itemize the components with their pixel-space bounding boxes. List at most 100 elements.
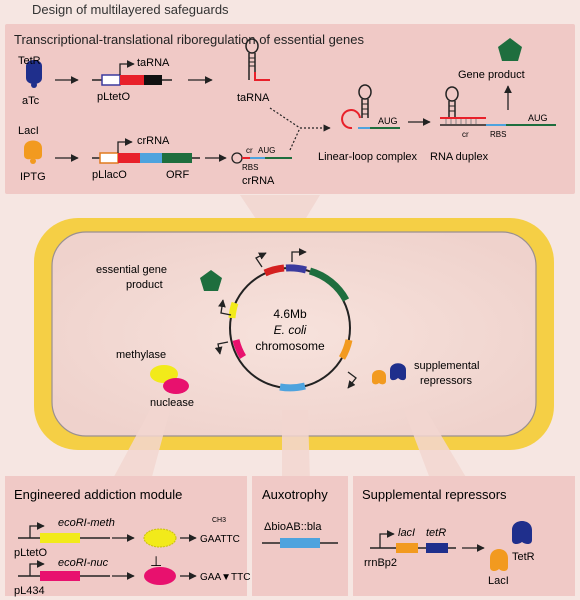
chromosome-species: E. coli <box>274 323 307 337</box>
duplex-rbs-label: RBS <box>490 130 506 139</box>
crrna-product <box>231 152 292 164</box>
pltet-promoter-box <box>101 74 121 86</box>
chromo-promoter-arrow-3 <box>214 341 229 355</box>
crrna-segment-blue <box>140 153 162 163</box>
nuclease-label: nuclease <box>150 397 194 409</box>
methylated-site: GAATTC <box>200 534 240 545</box>
tetr-label: TetR <box>18 55 41 67</box>
methyl-mark: CH3 <box>212 517 226 524</box>
repressors-label-line1: supplemental <box>414 360 479 372</box>
chromosome-size: 4.6Mb <box>273 307 307 321</box>
crrna-segment-red <box>118 153 140 163</box>
pltet-label: pLtetO <box>97 91 130 103</box>
essential-label-line2: product <box>126 279 163 291</box>
repressors-panel: Supplemental repressors lacI tetR rrnBp2… <box>353 476 575 596</box>
gene-product-label: Gene product <box>458 69 525 81</box>
tetr-protein-icon <box>26 60 42 84</box>
tarna-promoter-arrow <box>119 60 135 75</box>
chromo-yellow-segment <box>228 301 239 319</box>
chromo-promoter-arrow-4 <box>218 299 232 316</box>
linear-loop-complex <box>341 84 400 130</box>
nuc-gene-box <box>40 571 80 581</box>
chromo-promoter-arrow-5 <box>347 371 357 389</box>
addiction-pltet-label: pLtetO <box>14 547 47 559</box>
crrna-rbs-label: RBS <box>242 163 258 172</box>
orf-segment-green <box>162 153 192 163</box>
auxotrophy-panel-bg <box>252 476 348 596</box>
cut-site: GAA▼TTC <box>200 572 250 583</box>
tarna-segment-black <box>144 75 162 85</box>
chromo-promoter-arrow-2 <box>255 252 267 268</box>
chromo-promoter-arrow-1 <box>291 248 307 262</box>
riboregulation-panel-bg <box>5 24 575 194</box>
meth-promoter-arrow <box>29 522 45 538</box>
rna-duplex <box>440 86 556 126</box>
repressors-title: Supplemental repressors <box>362 487 507 502</box>
tetr-protein-bottom-icon <box>512 521 532 545</box>
rrnbp2-label: rrnBp2 <box>364 557 397 569</box>
addiction-title: Engineered addiction module <box>14 487 182 502</box>
chromo-pltet-segment <box>285 264 307 274</box>
tarna-segment-red <box>120 75 144 85</box>
pllac-promoter-box <box>99 152 119 164</box>
laci-gene-label: lacI <box>398 527 415 539</box>
cell-laci-icon <box>372 370 386 385</box>
riboregulation-panel: Transcriptional-translational riboregula… <box>5 24 575 194</box>
gene-product-pentagon-icon <box>498 38 522 61</box>
meth-gene-label: ecoRI-meth <box>58 517 115 529</box>
crrna-gene-label: crRNA <box>137 135 170 147</box>
addiction-panel: Engineered addiction module ecoRI-meth p… <box>5 476 250 597</box>
bioab-deletion-label: ΔbioAB::bla <box>264 521 322 533</box>
connector-repressors <box>404 410 470 484</box>
crrna-product-label: crRNA <box>242 175 275 187</box>
atc-label: aTc <box>22 95 40 107</box>
crrna-aug-label: AUG <box>258 146 275 155</box>
laci-label: LacI <box>18 125 39 137</box>
auxotrophy-title: Auxotrophy <box>262 487 328 502</box>
laci-protein-icon <box>24 140 42 160</box>
tetr-protein-bottom-label: TetR <box>512 551 535 563</box>
chromo-red-segment <box>263 264 285 277</box>
tarna-product-label: taRNA <box>237 92 270 104</box>
duplex-aug-label: AUG <box>528 113 548 123</box>
rna-duplex-label: RNA duplex <box>430 151 489 163</box>
linear-loop-label: Linear-loop complex <box>318 151 418 163</box>
meth-gene-box <box>40 533 80 543</box>
methylase-protein-icon <box>143 528 177 548</box>
chromo-green-segment <box>308 267 350 302</box>
duplex-cr-label: cr <box>462 130 469 139</box>
laci-protein-bottom-icon <box>490 549 508 572</box>
connector-auxotrophy <box>282 410 310 484</box>
nuc-promoter-arrow <box>29 560 45 576</box>
pl434-label: pL434 <box>14 585 45 597</box>
bla-gene-box <box>280 538 320 548</box>
riboregulation-title: Transcriptional-translational riboregula… <box>14 32 364 47</box>
tarna-gene-label: taRNA <box>137 57 170 69</box>
chromo-blue-segment <box>279 382 306 392</box>
rrnbp2-promoter-arrow <box>379 530 395 548</box>
auxotrophy-panel: Auxotrophy ΔbioAB::bla <box>252 476 348 596</box>
chromo-magenta-segment <box>232 339 247 359</box>
iptg-label: IPTG <box>20 171 46 183</box>
crrna-construct <box>92 138 200 164</box>
crrna-cr-label: cr <box>246 146 253 155</box>
chromosome-label: chromosome <box>255 339 325 353</box>
laci-protein-bottom-label: LacI <box>488 575 509 587</box>
cell-tetr-icon <box>390 363 406 381</box>
laci-gene-box <box>396 543 418 553</box>
ecoli-cell: essential gene product 4.6Mb E. coli chr… <box>34 218 554 450</box>
tetr-gene-box <box>426 543 448 553</box>
atc-icon <box>31 82 37 88</box>
crrna-promoter-arrow <box>117 138 133 153</box>
repressors-label-line2: repressors <box>420 375 472 387</box>
linear-loop-aug-label: AUG <box>378 116 398 126</box>
iptg-icon <box>30 158 36 164</box>
connector-addiction <box>110 410 170 484</box>
pllac-label: pLlacO <box>92 169 127 181</box>
nuclease-protein-icon <box>144 567 176 585</box>
nuclease-icon <box>163 378 189 394</box>
methylase-label: methylase <box>116 349 166 361</box>
essential-label-line1: essential gene <box>96 264 167 276</box>
chromosome <box>214 248 357 392</box>
